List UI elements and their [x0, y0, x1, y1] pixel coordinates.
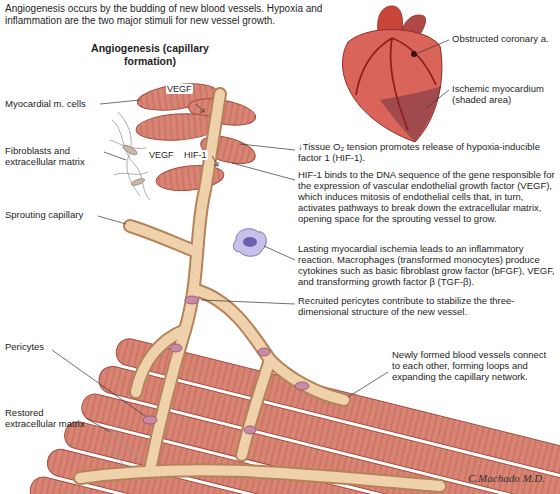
muscle-fibers — [27, 324, 560, 494]
arrow-head — [200, 108, 204, 112]
note-text: Newly formed blood vessels connect to ea… — [392, 350, 556, 383]
myocardial-cells — [135, 80, 258, 194]
pericyte — [170, 344, 182, 352]
coronary-artery — [356, 38, 392, 95]
capillary-network — [80, 94, 440, 486]
leader-line — [348, 372, 388, 397]
obstruction — [411, 51, 417, 57]
heart-body — [343, 30, 442, 142]
pericyte — [244, 426, 256, 434]
muscle-fiber — [45, 447, 560, 494]
matrix-fiber — [108, 430, 140, 460]
coronary-arteries — [356, 38, 436, 130]
capillary — [136, 330, 185, 392]
macrophage-nucleus — [243, 237, 257, 247]
capillary — [242, 360, 270, 455]
artist-signature: C.Machado M.D. — [468, 472, 556, 485]
part-label: Myocardial m. cells — [5, 99, 99, 110]
extracellular-matrix — [104, 112, 150, 480]
note-text: Recruited pericytes contribute to stabil… — [298, 296, 556, 318]
capillary — [130, 226, 197, 252]
pericyte — [295, 382, 309, 390]
leader-line — [418, 40, 449, 53]
leader-line — [232, 163, 295, 180]
leader-line — [98, 216, 126, 224]
part-label: Pericytes — [5, 342, 65, 353]
coronary-artery — [391, 38, 408, 130]
note-text: Lasting myocardial ischemia leads to an … — [298, 244, 556, 288]
ischemic-area — [380, 86, 441, 142]
signal-arrow — [196, 104, 204, 112]
note-text: HIF-1 binds to the DNA sequence of the g… — [298, 170, 556, 225]
macrophage-cell — [233, 229, 266, 257]
part-label: Fibroblasts and extracellular matrix — [5, 146, 103, 168]
factor-label: VEGF — [148, 150, 175, 160]
factor-label: HIF-1 — [183, 150, 208, 160]
leader-line — [240, 144, 295, 150]
fibroblast — [122, 143, 139, 156]
leader-line — [52, 350, 145, 416]
leader-line — [201, 300, 295, 304]
factor-label: VEGF — [166, 84, 193, 94]
intro-note: Angiogenesis occurs by the budding of ne… — [5, 3, 323, 26]
capillary — [130, 226, 197, 252]
heart — [343, 6, 442, 142]
pericytes — [143, 296, 309, 434]
fibroblast — [131, 177, 146, 186]
matrix-fiber — [114, 172, 148, 175]
leader-line — [264, 246, 295, 260]
part-label: Obstructed coronary a. — [452, 34, 556, 45]
part-label: Ischemic myocardium (shaded area) — [452, 84, 556, 106]
part-label: Sprouting capillary — [5, 210, 97, 221]
pericyte — [143, 416, 157, 424]
capillary-outline — [80, 94, 440, 486]
leader-line — [86, 418, 110, 432]
macrophage — [233, 229, 266, 257]
pericyte — [185, 296, 199, 304]
diagram-title: Angiogenesis (capillary formation) — [84, 42, 216, 67]
leader-line — [104, 152, 126, 160]
part-label: Restored extracellular matrix — [5, 408, 85, 430]
leader-lines — [52, 40, 449, 432]
capillary — [80, 470, 440, 486]
coronary-artery — [392, 38, 436, 85]
capillary-fill — [80, 94, 440, 486]
leader-line — [426, 90, 449, 108]
leader-line — [100, 100, 140, 104]
pericyte — [258, 348, 270, 356]
note-text: ↓Tissue O₂ tension promotes release of h… — [298, 142, 556, 164]
signal-arrow — [212, 156, 218, 166]
arrow-head — [214, 162, 218, 166]
capillary — [242, 360, 270, 455]
aorta — [378, 6, 403, 32]
capillary — [80, 470, 440, 486]
